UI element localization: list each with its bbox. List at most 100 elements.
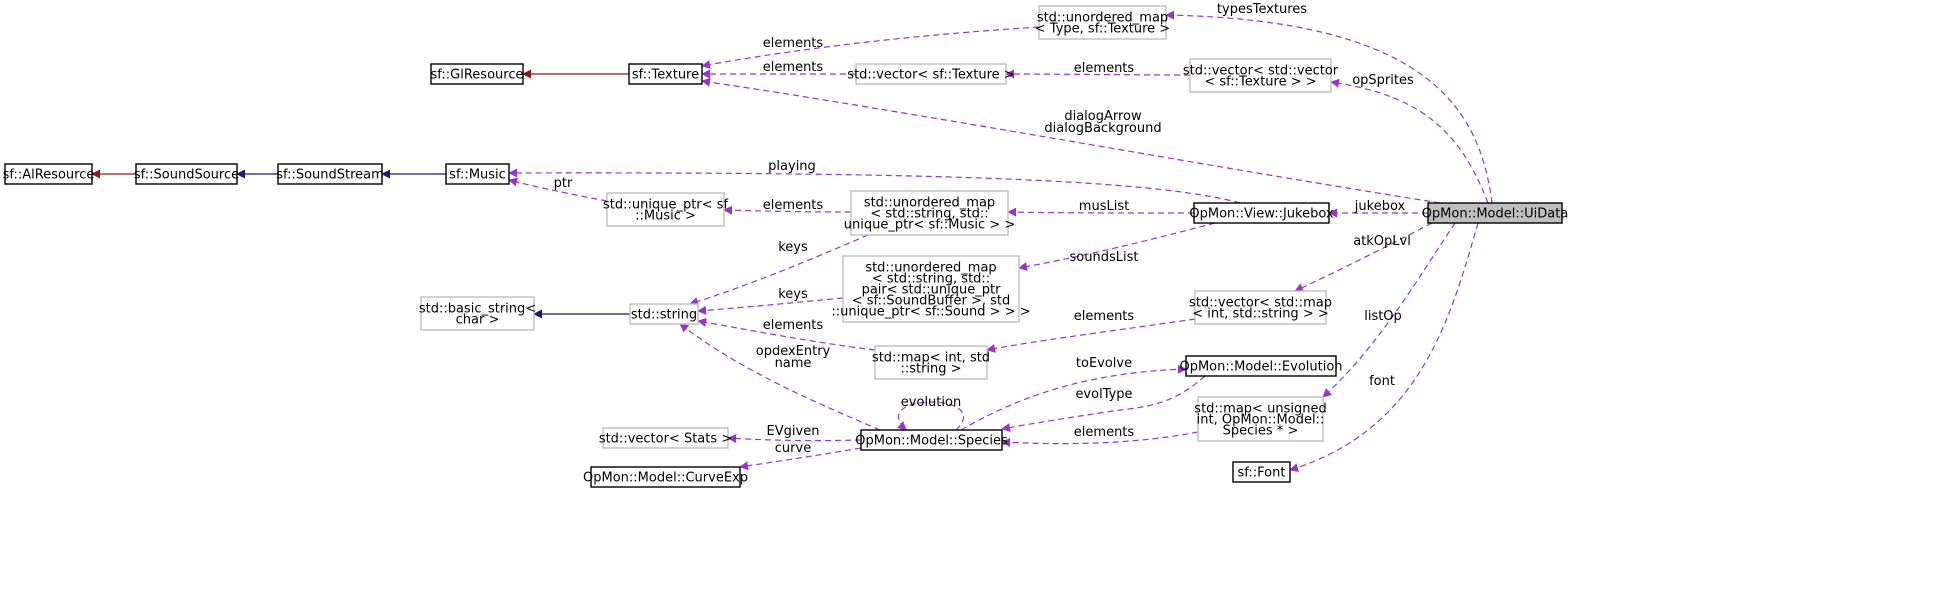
edge-label-text: elements	[763, 36, 824, 51]
edge-line	[986, 318, 1196, 353]
class-node-label: ::string >	[900, 362, 961, 377]
edge-label-text: elements	[763, 60, 824, 75]
edge-label-text: evolType	[1075, 387, 1132, 402]
class-node-label: OpMon::View::Jukebox	[1189, 207, 1333, 222]
class-node-string[interactable]: std::string	[629, 303, 699, 325]
edge-label-text: typesTextures	[1217, 2, 1307, 17]
edge-label: evolType	[1075, 387, 1132, 402]
edge-label: curve	[775, 441, 811, 456]
class-node-label: < sf::SoundBuffer >, std	[852, 294, 1010, 309]
class-node-vec-stats[interactable]: std::vector< Stats >	[599, 427, 732, 449]
class-node-box	[606, 192, 725, 227]
class-node-evolution[interactable]: OpMon::Model::Evolution	[1179, 355, 1343, 377]
edge-label: ptr	[554, 176, 573, 191]
edge-label-text: jukebox	[1354, 199, 1406, 214]
class-node-label: std::string	[631, 308, 697, 323]
edge-label: elements	[763, 198, 824, 213]
class-node-label: < Type, sf::Texture >	[1035, 22, 1170, 37]
edge-label: keys	[778, 287, 808, 302]
class-node-box	[629, 303, 699, 325]
class-node-label: unique_ptr< sf::Music > >	[844, 218, 1015, 233]
edge-label-text: dialogBackground	[1044, 121, 1161, 136]
class-node-box	[135, 163, 238, 185]
class-node-box	[860, 429, 1003, 451]
class-node-jukebox[interactable]: OpMon::View::Jukebox	[1189, 202, 1334, 224]
edge-label: opdexEntry	[756, 344, 831, 359]
edge-mapintstring-string	[697, 317, 876, 351]
class-node-vec-map[interactable]: std::vector< std::map< int, std::string …	[1189, 290, 1332, 325]
class-node-label: std::unordered_map	[864, 196, 995, 211]
edge-label-text: opdexEntry	[756, 344, 831, 359]
edge-label: listOp	[1364, 309, 1402, 324]
edge-label-text: toEvolve	[1076, 356, 1132, 371]
edge-label: name	[775, 356, 812, 371]
class-node-uptr-music[interactable]: std::unique_ptr< sf::Music >	[603, 192, 728, 227]
edge-line	[1001, 375, 1206, 432]
class-node-box	[277, 163, 383, 185]
edge-uidata-umaptype	[1165, 10, 1493, 204]
class-node-label: std::unique_ptr< sf	[603, 198, 728, 213]
class-node-basic-string[interactable]: std::basic_string<char >	[419, 296, 536, 331]
class-node-vecvec-texture[interactable]: std::vector< std::vector< sf::Texture > …	[1183, 58, 1339, 93]
class-node-texture[interactable]: sf::Texture	[628, 63, 703, 85]
edge-line	[689, 234, 869, 306]
class-node-species[interactable]: OpMon::Model::Species	[855, 429, 1008, 451]
class-node-box	[430, 63, 524, 85]
class-node-box	[590, 466, 741, 488]
edge-umapmusic-string	[689, 234, 869, 306]
class-node-umap-sound[interactable]: std::unordered_map< std::string, std::pa…	[831, 255, 1031, 323]
edge-label: jukebox	[1354, 199, 1406, 214]
edge-uidata-vecmap	[1294, 222, 1433, 292]
edge-label-text: elements	[763, 318, 824, 333]
edge-species-string	[679, 323, 881, 431]
edge-label: font	[1369, 374, 1395, 389]
class-node-uidata: OpMon::Model::UiData	[1422, 202, 1569, 224]
edge-umapmusic-uptr	[723, 205, 852, 215]
edge-uidata-vecvec	[1330, 78, 1489, 204]
class-node-label: OpMon::Model::UiData	[1422, 207, 1569, 222]
edge-vecmap-mapintstring	[986, 318, 1196, 353]
class-node-box	[874, 345, 988, 380]
class-node-soundsource[interactable]: sf::SoundSource	[134, 163, 239, 185]
edge-line	[739, 447, 862, 471]
edge-label: elements	[1074, 309, 1135, 324]
class-node-box	[1232, 461, 1291, 483]
class-node-map-int-string[interactable]: std::map< int, std::string >	[872, 345, 990, 380]
class-node-glres[interactable]: sf::GlResource	[430, 63, 524, 85]
class-node-box	[1194, 290, 1327, 325]
class-node-curveexp[interactable]: OpMon::Model::CurveExp	[583, 466, 748, 488]
class-node-box	[842, 255, 1020, 323]
class-node-label: sf::Texture	[632, 68, 699, 83]
edge-label-text: EVgiven	[767, 424, 820, 439]
class-node-umap-type[interactable]: std::unordered_map< Type, sf::Texture >	[1035, 5, 1170, 40]
class-node-label: std::vector< std::map	[1189, 296, 1332, 311]
class-node-label: sf::Music	[449, 168, 506, 183]
edge-label-text: ptr	[554, 176, 573, 191]
class-node-label: int, OpMon::Model::	[1197, 413, 1325, 428]
class-node-umap-music[interactable]: std::unordered_map< std::string, std::un…	[844, 190, 1015, 236]
class-node-label: ::Music >	[635, 209, 696, 224]
class-node-box	[850, 190, 1009, 236]
class-node-box	[420, 296, 535, 331]
class-node-music[interactable]: sf::Music	[445, 163, 510, 185]
class-node-alres[interactable]: sf::AlResource	[3, 163, 95, 185]
edge-line	[1330, 78, 1489, 204]
class-node-font[interactable]: sf::Font	[1232, 461, 1291, 483]
class-node-box	[1189, 58, 1332, 93]
class-node-box	[1197, 396, 1324, 442]
edge-label: atkOpLvl	[1353, 234, 1411, 249]
class-node-label: std::vector< Stats >	[599, 432, 732, 447]
edge-line	[723, 205, 852, 215]
edge-line	[1018, 222, 1216, 271]
edge-label-text: keys	[778, 240, 808, 255]
class-node-vec-texture[interactable]: std::vector< sf::Texture >	[847, 63, 1015, 85]
edge-label: opSprites	[1352, 73, 1414, 88]
class-node-soundstream[interactable]: sf::SoundStream	[276, 163, 384, 185]
class-node-label: pair< std::unique_ptr	[862, 283, 1002, 298]
edge-species-curveexp	[739, 447, 862, 471]
edge-label-text: atkOpLvl	[1353, 234, 1411, 249]
edge-label-text: elements	[763, 198, 824, 213]
edge-label: dialogBackground	[1044, 121, 1161, 136]
